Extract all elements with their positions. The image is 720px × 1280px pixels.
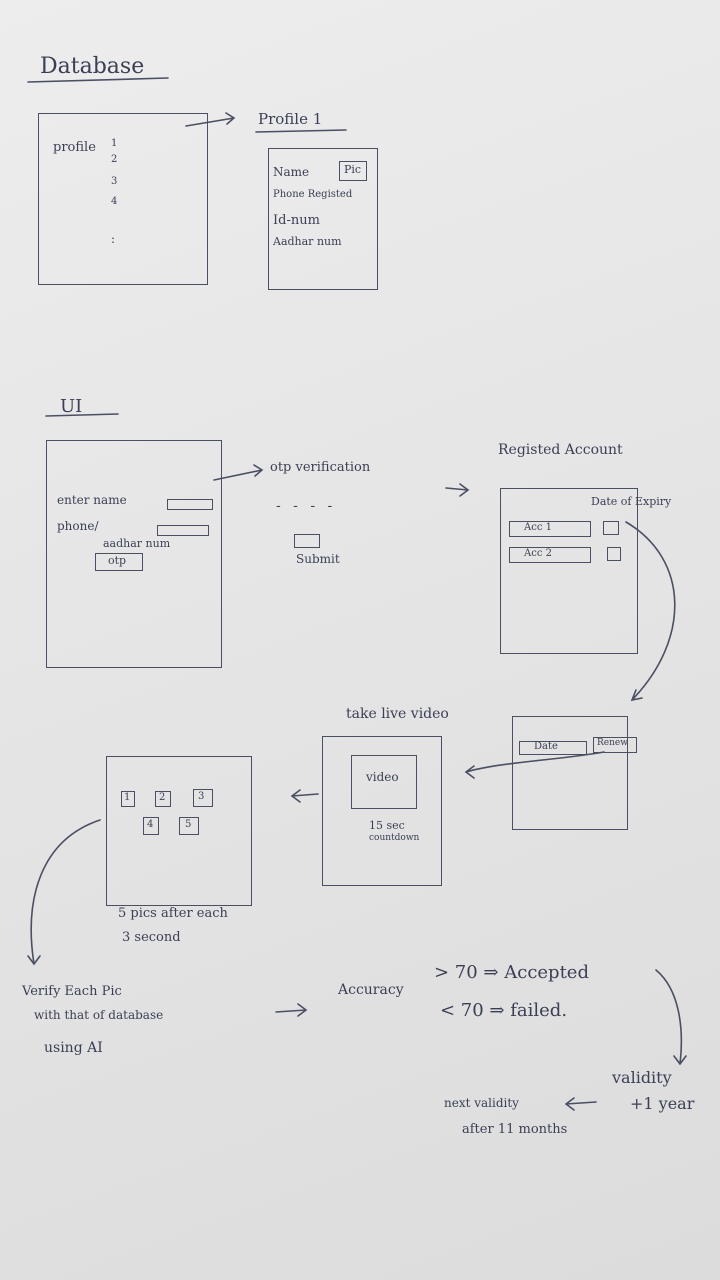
profile-pic-label: Pic bbox=[344, 163, 362, 176]
validity-line2: +1 year bbox=[630, 1094, 695, 1113]
verify-line2: with that of database bbox=[34, 1008, 164, 1022]
pics-screen: 1 2 3 4 5 bbox=[106, 756, 252, 906]
video-title: take live video bbox=[346, 706, 449, 722]
pic-thumb: 2 bbox=[155, 791, 171, 807]
arrow-pics-to-verify bbox=[27, 819, 101, 966]
video-label: video bbox=[366, 770, 399, 784]
registered-screen: Date of Expiry Acc 1 Acc 2 bbox=[500, 488, 671, 654]
verify-line1: Verify Each Pic bbox=[22, 984, 122, 999]
pic-number: 5 bbox=[185, 819, 192, 830]
otp-dashes: - - - - bbox=[276, 498, 337, 514]
profile-underline bbox=[255, 129, 347, 133]
renew-button-label: Renew bbox=[597, 738, 628, 748]
otp-button-label: otp bbox=[108, 554, 127, 567]
profile-card: Name Pic Phone Registed Id-num Aadhar nu… bbox=[268, 148, 378, 290]
database-list-number: 3 bbox=[111, 176, 118, 187]
profile-aadhar-label: Aadhar num bbox=[273, 235, 342, 248]
database-underline bbox=[27, 77, 169, 83]
aadhar-label: aadhar num bbox=[103, 537, 171, 550]
otp-submit-label: Submit bbox=[296, 552, 340, 566]
arrow-video-to-pics bbox=[290, 789, 319, 803]
validity-line1: validity bbox=[612, 1068, 672, 1087]
pic-number: 4 bbox=[147, 819, 154, 830]
database-list-label: profile bbox=[53, 140, 96, 155]
registered-title: Registed Account bbox=[498, 442, 623, 458]
ui-heading: UI bbox=[60, 396, 83, 417]
name-input[interactable] bbox=[167, 499, 213, 510]
account-expiry-box[interactable] bbox=[603, 521, 619, 535]
otp-title: otp verification bbox=[270, 460, 371, 475]
account-label: Acc 1 bbox=[524, 522, 552, 533]
arrow-db-to-profile bbox=[185, 112, 236, 127]
arrow-expiry-to-renew bbox=[625, 521, 676, 702]
expiry-label: Date of Expiry bbox=[591, 495, 672, 508]
account-item[interactable]: Acc 1 bbox=[509, 521, 591, 537]
profile-id-label: Id-num bbox=[273, 213, 320, 228]
database-list-box: profile 1 2 3 4 : bbox=[38, 113, 208, 285]
pic-number: 3 bbox=[198, 791, 205, 802]
arrow-form-to-otp bbox=[213, 464, 264, 481]
database-list-number: 1 bbox=[111, 138, 118, 149]
pics-caption-line1: 5 pics after each bbox=[118, 906, 228, 921]
accepted-result: > 70 ⇒ Accepted bbox=[434, 962, 589, 983]
failed-result: < 70 ⇒ failed. bbox=[440, 1000, 568, 1021]
arrow-otp-to-registered bbox=[445, 483, 470, 497]
pic-thumb: 5 bbox=[179, 817, 199, 835]
phone-input[interactable] bbox=[157, 525, 209, 536]
profile-phone-label: Phone Registed bbox=[273, 189, 353, 200]
pics-caption-line2: 3 second bbox=[122, 930, 181, 945]
profile-pic-box: Pic bbox=[339, 161, 367, 181]
accuracy-label: Accuracy bbox=[338, 982, 404, 998]
database-list-ellipsis: : bbox=[111, 232, 116, 246]
renew-button[interactable]: Renew bbox=[593, 737, 637, 753]
profile-name-label: Name bbox=[273, 165, 310, 179]
account-expiry-box[interactable] bbox=[607, 547, 621, 561]
database-list-number: 2 bbox=[111, 154, 118, 165]
otp-submit-button[interactable] bbox=[294, 534, 320, 548]
ui-underline bbox=[45, 413, 119, 417]
profile-title: Profile 1 bbox=[258, 110, 323, 128]
pic-thumb: 1 bbox=[121, 791, 135, 807]
arrow-renew-to-video bbox=[464, 751, 605, 779]
pic-number: 2 bbox=[159, 792, 166, 803]
next-validity-line2: after 11 months bbox=[462, 1122, 568, 1137]
pic-number: 1 bbox=[124, 792, 131, 803]
next-validity-line1: next validity bbox=[444, 1096, 519, 1110]
bracket-to-validity bbox=[655, 969, 687, 1066]
arrow-verify-to-accuracy bbox=[275, 1003, 308, 1017]
pic-thumb: 4 bbox=[143, 817, 159, 835]
countdown-line1: 15 sec bbox=[369, 819, 405, 832]
otp-button[interactable]: otp bbox=[95, 553, 143, 571]
database-heading: Database bbox=[40, 54, 145, 79]
account-label: Acc 2 bbox=[524, 548, 552, 559]
ui-form-screen: enter name phone/ aadhar num otp bbox=[46, 440, 222, 668]
phone-label: phone/ bbox=[57, 519, 99, 533]
video-screen: video 15 sec countdown bbox=[322, 736, 442, 886]
date-field: Date bbox=[519, 741, 587, 755]
pic-thumb: 3 bbox=[193, 789, 213, 807]
verify-line3: using AI bbox=[44, 1040, 103, 1056]
arrow-validity-to-next bbox=[564, 1097, 597, 1111]
database-list-number: 4 bbox=[111, 196, 118, 207]
name-label: enter name bbox=[57, 493, 127, 507]
countdown-line2: countdown bbox=[369, 833, 420, 843]
account-item[interactable]: Acc 2 bbox=[509, 547, 591, 563]
date-label: Date bbox=[534, 741, 558, 752]
video-frame: video bbox=[351, 755, 417, 809]
renew-screen: Date Renew bbox=[512, 716, 637, 830]
